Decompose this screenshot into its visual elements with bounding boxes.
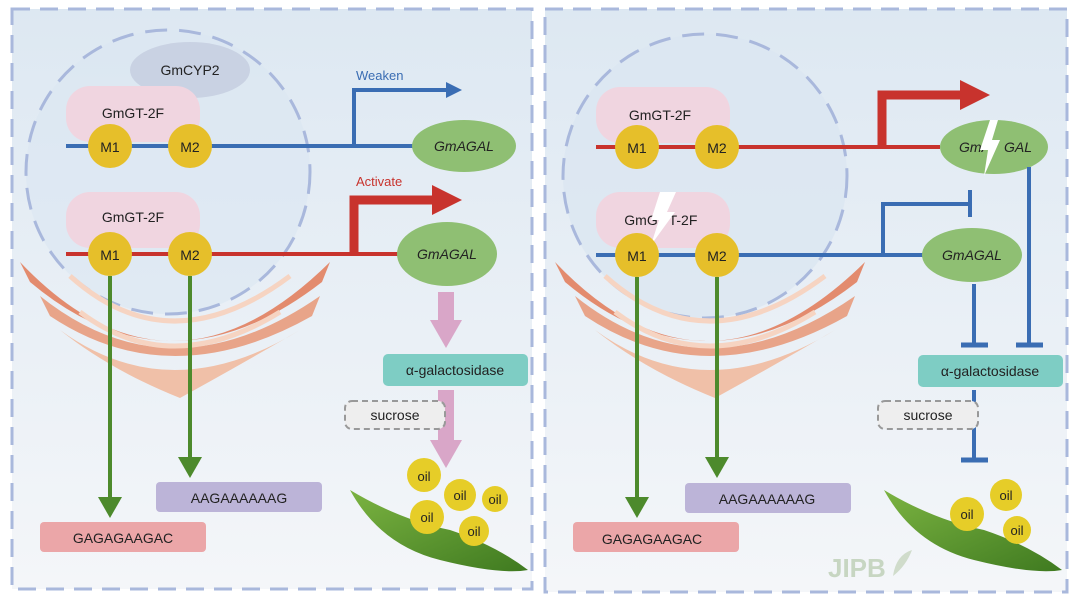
- mutation-bolt-icon: [980, 120, 1000, 176]
- oil-droplets: oil oil oil: [950, 479, 1031, 544]
- sucrose-label: sucrose: [903, 407, 952, 423]
- pink-arrowhead-2: [430, 440, 462, 468]
- oil-label: oil: [488, 492, 501, 507]
- motif-m2-lower: [695, 233, 739, 277]
- activate-arrowhead: [960, 80, 990, 110]
- gmgt2f-label-lower-a: GmG: [624, 212, 657, 228]
- oil-droplet: [444, 479, 476, 511]
- m1-label-lower: M1: [100, 247, 120, 263]
- motif-m2-upper: [168, 124, 212, 168]
- oil-droplet: [1003, 516, 1031, 544]
- gmagal-label-lower: GmAGAL: [942, 247, 1002, 263]
- soybean-pod-icon: [350, 490, 528, 572]
- gmcyp2-label: GmCYP2: [160, 62, 219, 78]
- seq1-label: GAGAGAAGAC: [602, 531, 702, 547]
- seq1-label: GAGAGAAGAC: [73, 530, 173, 546]
- oil-droplet: [482, 486, 508, 512]
- m2-arrowhead: [178, 457, 202, 478]
- pink-arrowhead-1: [430, 320, 462, 348]
- motif-m1-upper: [615, 125, 659, 169]
- gmcyp2-protein: [130, 42, 250, 98]
- activate-arrow: [877, 90, 962, 147]
- oil-label: oil: [999, 488, 1012, 503]
- gmgt2f-label-lower: GmGT-2F: [102, 209, 164, 225]
- m1-label-upper: M1: [100, 139, 120, 155]
- leaf-logo-icon: [893, 550, 912, 576]
- motif-m1-lower: [615, 233, 659, 277]
- sucrose-box: [877, 400, 979, 430]
- weaken-arrowhead: [446, 82, 462, 98]
- oil-droplet: [459, 516, 489, 546]
- oil-label: oil: [467, 524, 480, 539]
- gmagal-label-b: GAL: [1004, 139, 1032, 155]
- m2-label-lower: M2: [707, 248, 727, 264]
- gmgt2f-protein-lower: [66, 192, 200, 248]
- alpha-galactosidase-box: [383, 354, 528, 386]
- pink-arrow-shaft-1: [438, 292, 454, 322]
- oil-droplet: [990, 479, 1022, 511]
- gmgt2f-label-upper: GmGT-2F: [102, 105, 164, 121]
- gmgt2f-label-lower-b: T-2F: [669, 212, 698, 228]
- left-panel: GmCYP2 GmGT-2F Weaken M1 M2 GmAGAL GmGT-…: [10, 7, 534, 591]
- oil-droplet: [950, 497, 984, 531]
- oil-droplet: [410, 500, 444, 534]
- repress-arrow: [881, 202, 970, 255]
- gmgt2f-label-upper: GmGT-2F: [629, 107, 691, 123]
- weaken-label: Weaken: [356, 68, 403, 83]
- gmagal-label-lower: GmAGAL: [417, 246, 477, 262]
- seq2-label: AAGAAAAAAG: [719, 491, 815, 507]
- alpha-galactosidase-box: [918, 355, 1063, 387]
- activate-label: Activate: [356, 174, 402, 189]
- motif-m1-lower: [88, 232, 132, 276]
- jipb-watermark: JIPB: [828, 553, 886, 583]
- gmagal-gene-upper: [412, 120, 516, 172]
- m1-label-lower: M1: [627, 248, 647, 264]
- oil-droplets: oil oil oil oil oil: [407, 458, 508, 546]
- soybean-pod-icon: [884, 490, 1062, 572]
- m1-label-upper: M1: [627, 140, 647, 156]
- m1-arrowhead: [98, 497, 122, 518]
- oil-label: oil: [1010, 523, 1023, 538]
- alpha-galactosidase-label: α-galactosidase: [941, 363, 1040, 379]
- activate-arrowhead: [432, 185, 462, 215]
- m2-label-upper: M2: [707, 140, 727, 156]
- oil-label: oil: [417, 469, 430, 484]
- weaken-arrow: [352, 88, 448, 146]
- motif-m2-lower: [168, 232, 212, 276]
- m1-arrowhead: [625, 497, 649, 518]
- seq-aagaaaaaag: [156, 482, 322, 512]
- m2-arrowhead: [705, 457, 729, 478]
- gmagal-gene-lower: [922, 228, 1022, 282]
- m2-label-lower: M2: [180, 247, 200, 263]
- m2-label-upper: M2: [180, 139, 200, 155]
- oil-label: oil: [420, 510, 433, 525]
- sucrose-box: [344, 400, 446, 430]
- seq-gagagaagac: [573, 522, 739, 552]
- mutation-bolt-icon: [651, 192, 676, 245]
- activate-arrow: [349, 195, 434, 254]
- sucrose-label: sucrose: [370, 407, 419, 423]
- gmagal-gene-lower: [397, 222, 497, 286]
- oil-label: oil: [960, 507, 973, 522]
- gmagal-label-upper: GmAGAL: [434, 138, 494, 154]
- oil-droplet: [407, 458, 441, 492]
- seq-gagagaagac: [40, 522, 206, 552]
- motif-m1-upper: [88, 124, 132, 168]
- motif-m2-upper: [695, 125, 739, 169]
- seq-aagaaaaaag: [685, 483, 851, 513]
- alpha-galactosidase-label: α-galactosidase: [406, 362, 505, 378]
- oil-label: oil: [453, 488, 466, 503]
- seq2-label: AAGAAAAAAG: [191, 490, 287, 506]
- right-panel: GmGT-2F M1 M2 GmA GAL GmG T-2F M1 M2 GmA…: [543, 7, 1069, 594]
